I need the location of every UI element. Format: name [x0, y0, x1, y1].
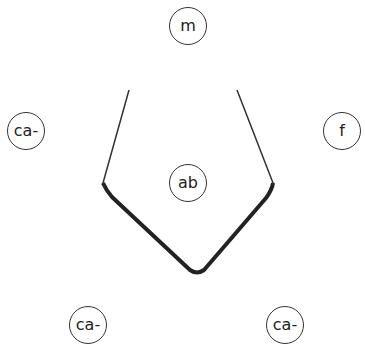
circle-label: ab: [178, 175, 198, 191]
label-circle: ca-: [69, 306, 107, 344]
circle-label: f: [339, 123, 345, 139]
circle-label: ca-: [273, 317, 297, 333]
label-circle: ca-: [7, 112, 45, 150]
label-circle: ca-: [266, 306, 304, 344]
outline-left: [103, 90, 129, 193]
label-circle: f: [323, 112, 361, 150]
circle-label: ca-: [14, 123, 38, 139]
label-circle: ab: [169, 164, 207, 202]
circle-label: m: [180, 18, 196, 34]
label-circle: m: [169, 7, 207, 45]
outline-right: [237, 90, 273, 193]
circle-label: ca-: [76, 317, 100, 333]
